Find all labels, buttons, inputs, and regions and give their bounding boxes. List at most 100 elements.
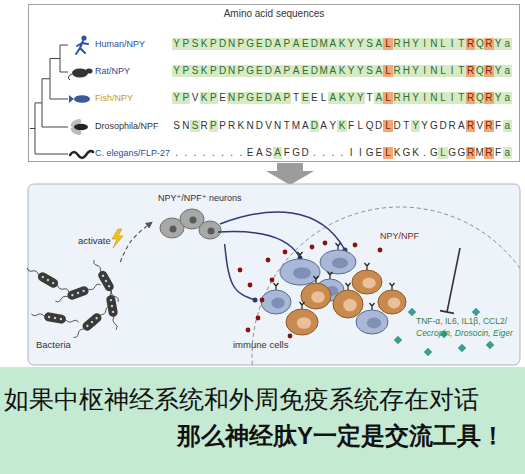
residue: T [282, 120, 291, 132]
residue: G [246, 38, 255, 50]
residue: R [227, 120, 236, 132]
bacterium-spot [82, 289, 85, 292]
residue: A [319, 120, 328, 132]
npy-molecule [310, 245, 315, 250]
residue: a [503, 65, 512, 77]
residue: H [402, 65, 411, 77]
residue: L [383, 92, 392, 104]
caption-line: 那么神经肽Y一定是交流工具！ [120, 422, 505, 451]
residue: R [393, 38, 402, 50]
phylogenetic-tree [30, 45, 68, 154]
residue: P [209, 92, 218, 104]
residue: K [337, 38, 346, 50]
residue: a [503, 120, 512, 132]
residue: Y [347, 38, 356, 50]
bacterium-spot [60, 318, 63, 321]
cell-nucleus [293, 267, 311, 279]
residue: P [236, 92, 245, 104]
neuron-nucleus [208, 228, 215, 235]
immune-cell [320, 250, 356, 274]
species-name: C. elegans/FLP-27 [95, 148, 170, 159]
residue: L [356, 120, 365, 132]
residue: A [273, 65, 282, 77]
human-icon [81, 35, 86, 40]
residue: A [255, 147, 264, 159]
residue: P [209, 38, 218, 50]
residue: I [448, 92, 457, 104]
residue: N [181, 120, 190, 132]
bacterium-body [106, 294, 119, 317]
residue: R [393, 92, 402, 104]
dashed-region [252, 207, 520, 365]
residue: V [475, 120, 484, 132]
amino-sequence: YPSKPDNPGEDAPAEDMAKYYSALRHYINLITRQRYa [172, 65, 512, 77]
residue: . [420, 147, 429, 159]
residue: E [301, 38, 310, 50]
bacterium-spot [48, 316, 51, 319]
residue: R [466, 120, 475, 132]
residue: P [209, 65, 218, 77]
residue: M [291, 120, 300, 132]
residue: P [209, 120, 218, 132]
residue: a [503, 147, 512, 159]
residue: A [374, 38, 383, 50]
molecule-name: NPY/NPF [380, 231, 419, 242]
cytokine-symbol [458, 344, 466, 352]
residue: Y [411, 65, 420, 77]
residue: Y [494, 65, 503, 77]
residue: E [255, 38, 264, 50]
receptor [390, 283, 395, 290]
residue: T [402, 120, 411, 132]
residue: F [494, 120, 503, 132]
bacterium-spot [41, 275, 44, 278]
amino-sequence: SNSRPPRKNDVNTMADAYKFLQDLDTYYGDRARVRFa [172, 120, 512, 132]
residue: P [181, 92, 190, 104]
immune-cell [378, 290, 406, 314]
residue: I [448, 38, 457, 50]
residue: E [218, 92, 227, 104]
residue: I [420, 38, 429, 50]
residue: N [429, 38, 438, 50]
flagellum [106, 282, 117, 330]
npy-molecule [246, 328, 251, 333]
residue: K [337, 65, 346, 77]
residue: I [356, 147, 365, 159]
npy-molecule [248, 283, 253, 288]
residue: Y [494, 38, 503, 50]
node-label: Bacteria [36, 339, 125, 350]
residue: A [273, 147, 282, 159]
npy-molecule [283, 250, 288, 255]
residue: T [457, 65, 466, 77]
residue: D [301, 147, 310, 159]
bacterium [31, 309, 80, 326]
residue: K [411, 147, 420, 159]
inhibition-line [440, 248, 460, 313]
fish-icon [74, 95, 90, 103]
residue: D [218, 65, 227, 77]
cell-nucleus [311, 291, 325, 303]
residue: N [273, 120, 282, 132]
cytokine-symbol [424, 348, 432, 356]
bacterium-spot [86, 324, 89, 327]
bacterium-spot [76, 291, 79, 294]
flagellum [93, 259, 120, 302]
residue: S [264, 147, 273, 159]
residue: D [393, 120, 402, 132]
residue: E [301, 65, 310, 77]
residue: S [365, 65, 374, 77]
residue: . [319, 147, 328, 159]
amino-sequence: YPVKPENPGEDAPTEELAKYYTALRHYINLITRQRYa [172, 92, 512, 104]
flagellum [31, 312, 79, 323]
residue: R [484, 65, 493, 77]
residue: E [310, 92, 319, 104]
cytokine-symbol [486, 341, 494, 349]
bacteria-group: Bacteria [30, 262, 125, 352]
cytokine-symbol [472, 308, 480, 316]
bacterium-body [36, 271, 60, 290]
species-name: Fish/NPY [95, 93, 133, 104]
cell-nucleus [362, 278, 376, 289]
residue: L [438, 38, 447, 50]
residue: R [484, 120, 493, 132]
residue: P [282, 92, 291, 104]
